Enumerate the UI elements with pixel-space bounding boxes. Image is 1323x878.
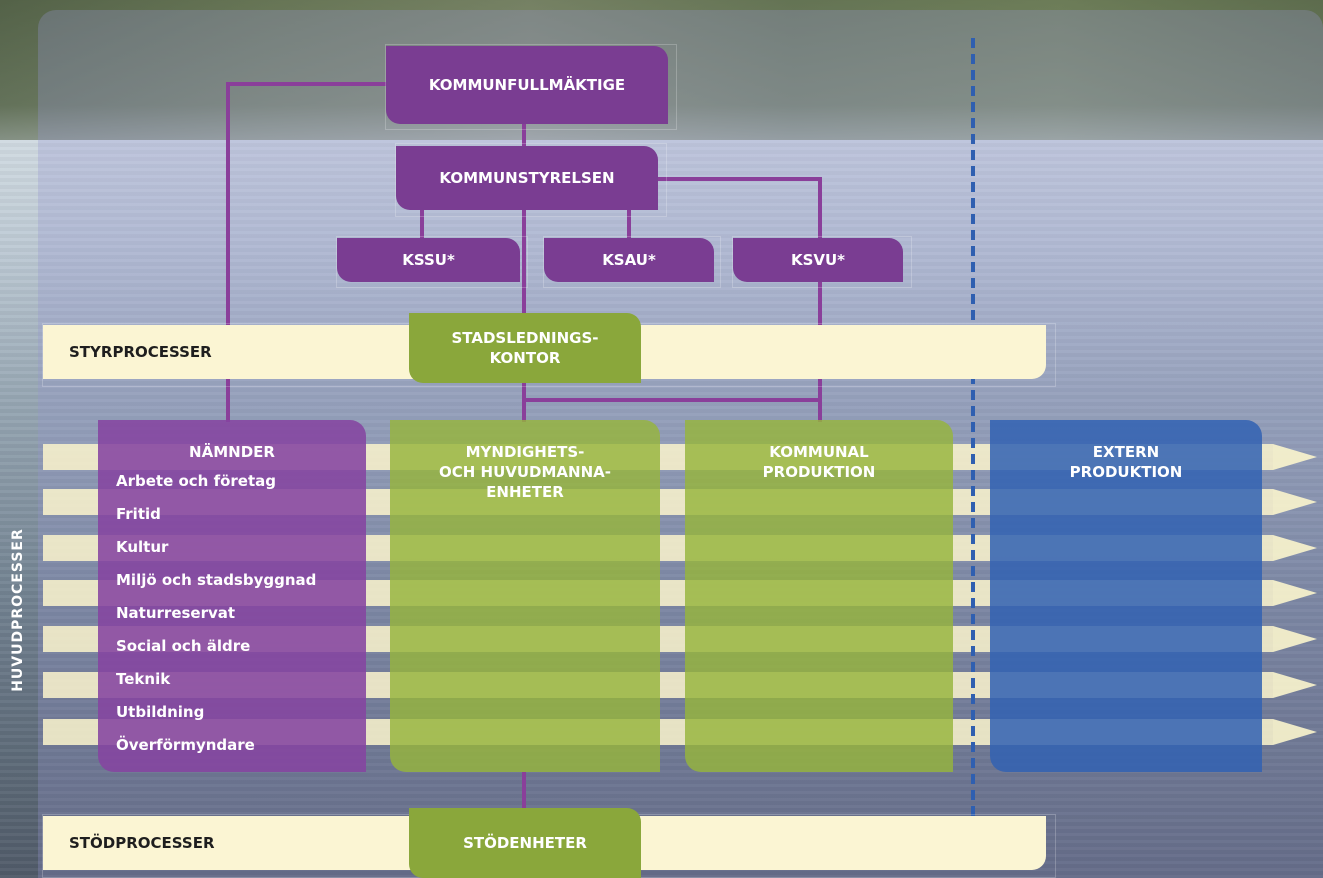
- extern-title-line1: EXTERN: [1092, 443, 1160, 461]
- connector-line: [226, 82, 386, 86]
- namnd-item: Miljö och stadsbyggnad: [116, 571, 317, 589]
- namnd-item: Fritid: [116, 505, 161, 523]
- arrow-head: [1273, 580, 1317, 606]
- myndighets-title-line2: OCH HUVUDMANNA-: [439, 463, 611, 481]
- stadsledningskontor-label-line1: STADSLEDNINGS-: [451, 329, 599, 347]
- ksvu-box: KSVU*: [733, 238, 903, 282]
- arrow-head: [1273, 444, 1317, 470]
- myndighets-column: MYNDIGHETS- OCH HUVUDMANNA- ENHETER: [390, 420, 660, 772]
- connector-line: [522, 124, 526, 148]
- kommunal-produktion-title: KOMMUNAL PRODUKTION: [685, 442, 953, 482]
- namnder-title: NÄMNDER: [189, 443, 275, 461]
- kommunal-title-line1: KOMMUNAL: [769, 443, 869, 461]
- kommunal-produktion-column: KOMMUNAL PRODUKTION: [685, 420, 953, 772]
- kssu-label: KSSU*: [402, 251, 455, 269]
- connector-line: [818, 177, 822, 422]
- kommunfullmaktige-box: KOMMUNFULLMÄKTIGE: [386, 46, 668, 124]
- stodenheter-label: STÖDENHETER: [463, 834, 587, 852]
- connector-line: [627, 210, 631, 240]
- kommunstyrelsen-label: KOMMUNSTYRELSEN: [439, 169, 615, 187]
- namnd-item: Naturreservat: [116, 604, 236, 622]
- stodprocesser-label: STÖDPROCESSER: [69, 834, 215, 852]
- box-outline: [336, 236, 528, 288]
- arrow-head: [1273, 719, 1317, 745]
- box-outline: [543, 236, 721, 288]
- myndighets-title-line1: MYNDIGHETS-: [465, 443, 585, 461]
- connector-line: [226, 82, 230, 422]
- connector-line: [420, 210, 424, 240]
- stadsledningskontor-box: STADSLEDNINGS- KONTOR: [409, 313, 641, 383]
- namnd-item: Kultur: [116, 538, 169, 556]
- arrow-head: [1273, 535, 1317, 561]
- namnd-item: Utbildning: [116, 703, 205, 721]
- namnder-column: NÄMNDER Arbete och företag Fritid Kultur…: [98, 420, 366, 772]
- arrow-head: [1273, 489, 1317, 515]
- arrow-head: [1273, 672, 1317, 698]
- kommunstyrelsen-box: KOMMUNSTYRELSEN: [396, 146, 658, 210]
- kssu-box: KSSU*: [337, 238, 520, 282]
- connector-line: [522, 772, 526, 810]
- box-outline: [385, 44, 677, 130]
- box-outline: [732, 236, 912, 288]
- kommunal-title-line2: PRODUKTION: [762, 463, 876, 481]
- myndighets-title: MYNDIGHETS- OCH HUVUDMANNA- ENHETER: [390, 442, 660, 502]
- namnd-item: Teknik: [116, 670, 171, 688]
- arrow-head: [1273, 626, 1317, 652]
- namnder-list: Arbete och företag Fritid Kultur Miljö o…: [116, 470, 316, 767]
- namnd-item: Arbete och företag: [116, 472, 277, 490]
- styrprocesser-label: STYRPROCESSER: [69, 343, 212, 361]
- external-divider-dashed-line: [971, 38, 975, 818]
- connector-line: [522, 398, 822, 402]
- connector-line: [656, 177, 822, 181]
- myndighets-title-line3: ENHETER: [486, 483, 564, 501]
- kommunfullmaktige-label: KOMMUNFULLMÄKTIGE: [428, 76, 626, 94]
- extern-title-line2: PRODUKTION: [1069, 463, 1183, 481]
- ksau-box: KSAU*: [544, 238, 714, 282]
- namnd-item: Överförmyndare: [116, 736, 255, 754]
- box-outline: [395, 143, 667, 217]
- ksvu-label: KSVU*: [790, 251, 846, 269]
- ksau-label: KSAU*: [602, 251, 656, 269]
- namnd-item: Social och äldre: [116, 637, 251, 655]
- huvudprocesser-label: HUVUDPROCESSER: [10, 528, 26, 692]
- stodenheter-box: STÖDENHETER: [409, 808, 641, 878]
- extern-produktion-column: EXTERN PRODUKTION: [990, 420, 1262, 772]
- extern-produktion-title: EXTERN PRODUKTION: [990, 442, 1262, 482]
- stadsledningskontor-label-line2: KONTOR: [489, 349, 561, 367]
